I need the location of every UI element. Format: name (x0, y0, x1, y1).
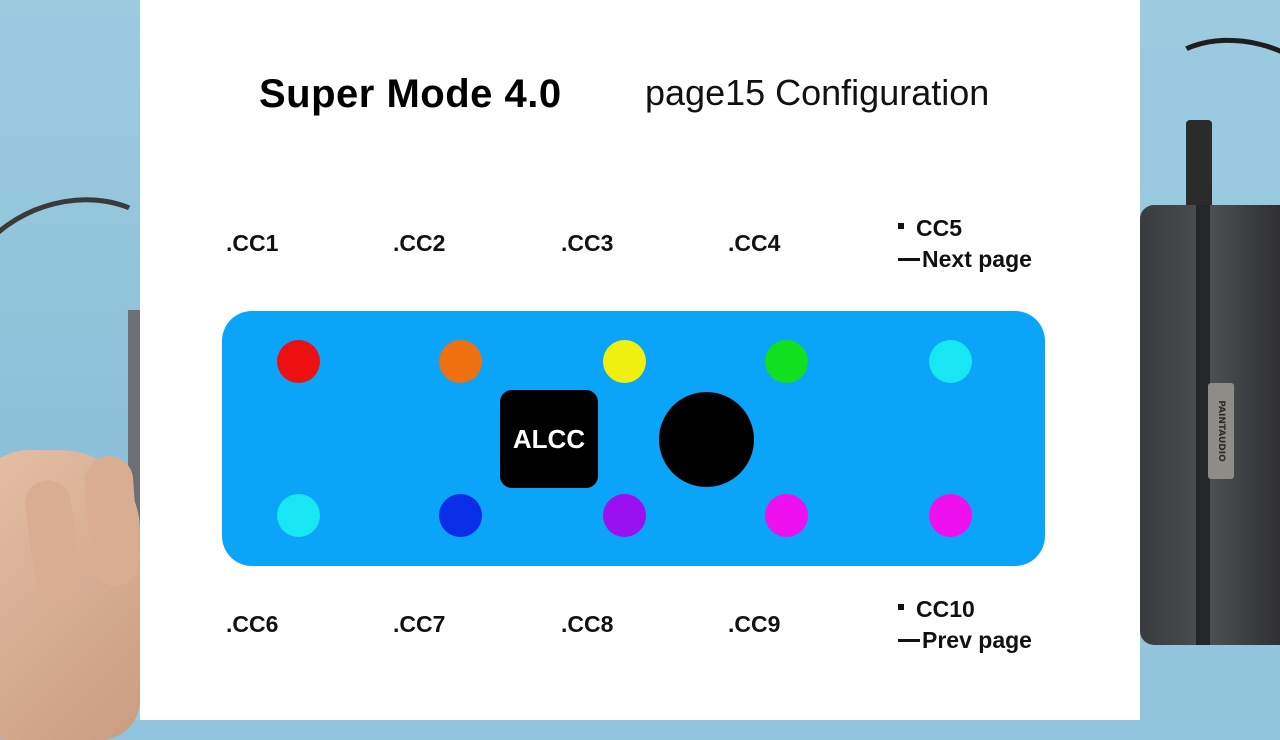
label-cc6: .CC6 (226, 611, 279, 637)
device-groove (1196, 205, 1210, 645)
label-cc2: .CC2 (393, 230, 446, 256)
footswitch-led-9[interactable] (765, 494, 808, 537)
label-cc8: .CC8 (561, 611, 614, 637)
finger (83, 454, 141, 588)
alcc-button[interactable]: ALCC (500, 390, 598, 488)
footswitch-led-5[interactable] (929, 340, 972, 383)
footswitch-led-2[interactable] (439, 340, 482, 383)
control-knob[interactable] (659, 392, 754, 487)
label-cc10: CC10 (916, 596, 975, 622)
bullet-square (898, 222, 904, 229)
label-cc9: .CC9 (728, 611, 781, 637)
slide-title: Super Mode 4.0 (259, 72, 562, 116)
footswitch-led-4[interactable] (765, 340, 808, 383)
slide-subtitle: page15 Configuration (645, 72, 990, 113)
brand-tag: PAINTAUDIO (1208, 383, 1234, 479)
label-cc1: .CC1 (226, 230, 279, 256)
label-cc3: .CC3 (561, 230, 614, 256)
bullet-dash (898, 258, 920, 262)
label-cc7: .CC7 (393, 611, 446, 637)
footswitch-led-10[interactable] (929, 494, 972, 537)
label-cc5-group: CC5 Next page (898, 213, 1032, 275)
footswitch-led-1[interactable] (277, 340, 320, 383)
label-prev-page: Prev page (922, 627, 1032, 653)
power-jack (1186, 120, 1212, 210)
label-next-page: Next page (922, 246, 1032, 272)
bullet-dash (898, 639, 920, 643)
brand-tag-text: PAINTAUDIO (1216, 400, 1226, 462)
footswitch-led-6[interactable] (277, 494, 320, 537)
footswitch-led-7[interactable] (439, 494, 482, 537)
footswitch-led-3[interactable] (603, 340, 646, 383)
label-cc5: CC5 (916, 215, 963, 241)
footswitch-led-8[interactable] (603, 494, 646, 537)
label-cc10-group: CC10 Prev page (898, 594, 1032, 656)
bullet-square (898, 603, 904, 610)
label-cc4: .CC4 (728, 230, 781, 256)
